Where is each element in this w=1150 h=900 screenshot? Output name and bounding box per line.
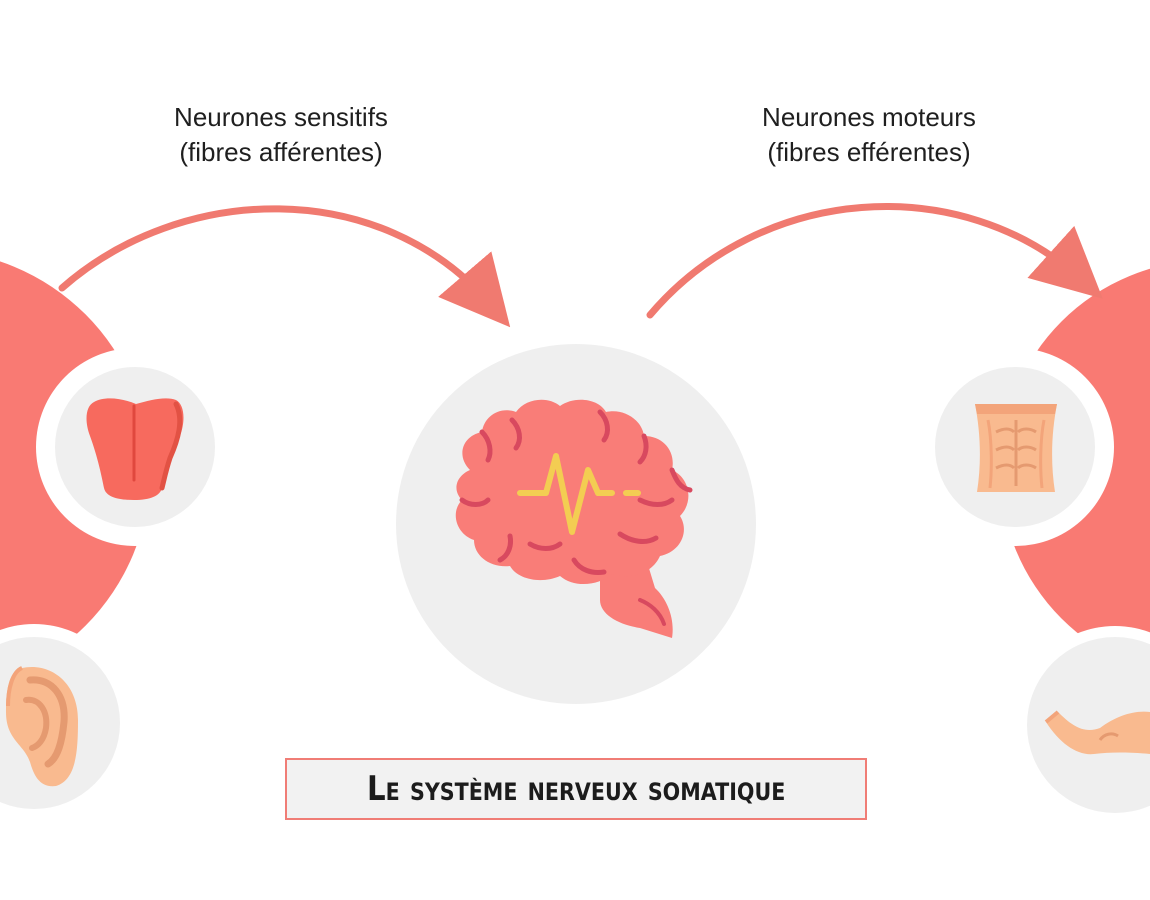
sensory-arrow	[58, 205, 511, 328]
arm-icon	[1044, 710, 1150, 755]
sensory-neurons-title: Neurones sensitifs	[174, 102, 388, 132]
motor-neurons-title: Neurones moteurs	[762, 102, 976, 132]
brain-icon	[455, 399, 693, 638]
motor-arrow	[646, 203, 1103, 319]
tongue-icon	[86, 398, 184, 500]
sensory-neurons-label: Neurones sensitifs (fibres afférentes)	[106, 100, 456, 170]
sensory-organs-group	[0, 261, 234, 822]
motor-neurons-label: Neurones moteurs (fibres efférentes)	[694, 100, 1044, 170]
sensory-neurons-subtitle: (fibres afférentes)	[179, 137, 383, 167]
ear-icon	[6, 666, 78, 787]
abdominal-muscles-icon	[975, 404, 1057, 492]
arm-circle	[1027, 637, 1150, 813]
title-box: Le système nerveux somatique	[285, 758, 867, 820]
motor-neurons-subtitle: (fibres efférentes)	[767, 137, 971, 167]
pulse-line	[517, 453, 615, 535]
effectors-group	[916, 268, 1150, 824]
diagram-title: Le système nerveux somatique	[366, 769, 786, 809]
